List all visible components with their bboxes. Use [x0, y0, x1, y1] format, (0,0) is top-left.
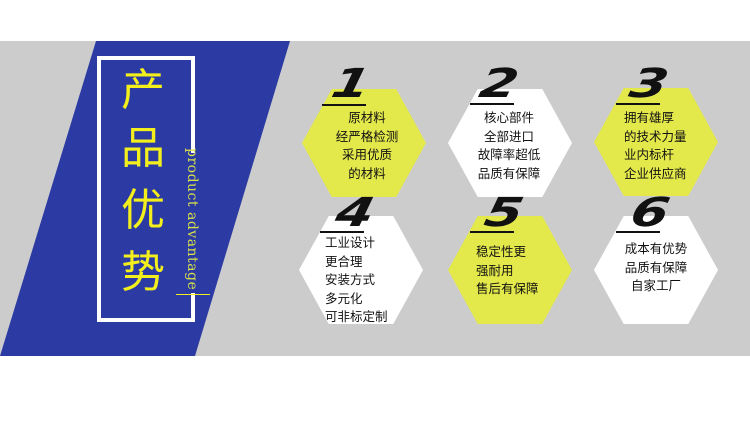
hex-advantage-5	[448, 216, 572, 324]
hex-advantage-2	[448, 89, 572, 197]
line: 多元化	[325, 290, 363, 306]
number-1-underline	[322, 104, 366, 106]
line: 自家工厂	[630, 278, 681, 293]
title-char-2: 品	[121, 123, 165, 174]
line: 采用优质	[341, 147, 392, 162]
subtitle-underline	[176, 294, 210, 295]
title-char-3: 优	[121, 185, 165, 236]
line: 安装方式	[325, 272, 376, 287]
blue-parallelogram	[0, 41, 290, 356]
line: 全部进口	[483, 128, 534, 144]
title-char-1: 产	[121, 65, 165, 116]
line: 售后有保障	[476, 281, 539, 296]
hex-advantage-3	[594, 88, 718, 196]
number-5-underline	[470, 231, 514, 233]
hex-advantage-4	[299, 216, 423, 324]
line: 品质有保障	[624, 259, 688, 275]
number-3-underline	[616, 103, 660, 105]
line: 工业设计	[325, 235, 376, 250]
line: 的材料	[348, 165, 386, 181]
line: 稳定性更	[476, 244, 527, 259]
line: 拥有雄厚	[624, 110, 675, 125]
hex-advantage-1	[302, 89, 426, 197]
title-char-4: 势	[121, 247, 165, 298]
line: 的技术力量	[624, 128, 687, 144]
subtitle-vertical: product advantage	[184, 148, 200, 291]
line: 核心部件	[483, 110, 534, 125]
number-2-underline	[470, 103, 514, 105]
line: 成本有优势	[624, 241, 688, 256]
line: 经严格检测	[335, 128, 399, 144]
advantage-4-text: 工业设计 更合理 安装方式 多元化 可非标定制	[325, 234, 388, 327]
hex-advantage-6	[594, 216, 718, 324]
line: 品质有保障	[477, 165, 541, 181]
advantage-6-text: 成本有优势 品质有保障 自家工厂	[618, 240, 694, 296]
number-4-underline	[320, 231, 364, 233]
line: 业内标杆	[624, 147, 675, 162]
line: 强耐用	[476, 262, 514, 278]
line: 故障率超低	[477, 147, 541, 162]
line: 原材料	[348, 110, 386, 125]
number-6-underline	[616, 231, 660, 233]
line: 更合理	[325, 253, 363, 269]
line: 企业供应商	[624, 165, 687, 181]
advantage-3-text: 拥有雄厚 的技术力量 业内标杆 企业供应商	[624, 109, 687, 183]
line: 可非标定制	[325, 309, 388, 324]
advantage-2-text: 核心部件 全部进口 故障率超低 品质有保障	[472, 109, 546, 183]
advantage-1-text: 原材料 经严格检测 采用优质 的材料	[330, 109, 404, 183]
advantage-5-text: 稳定性更 强耐用 售后有保障	[476, 243, 539, 299]
frame-gap	[189, 153, 195, 293]
